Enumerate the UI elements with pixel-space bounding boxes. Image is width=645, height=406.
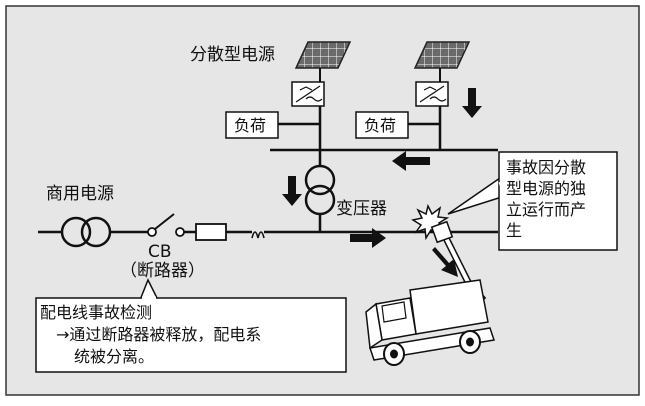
load-2-label: 负荷 [364,116,396,135]
commercial-source-label: 商用电源 [46,184,114,204]
down-arrow-icon [282,176,302,206]
load-1-label: 负荷 [234,116,266,135]
fault-callout-line-1: 事故因分散 [506,158,586,177]
down-arrow-icon [462,88,482,118]
transformer-label: 变压器 [336,199,387,219]
dg-unit-2 [413,41,482,150]
left-arrow-icon [392,151,430,171]
load-2: 负荷 [355,111,440,139]
solar-panel-icon [294,41,352,69]
detection-callout: 配电线事故检测 →通过断路器被释放，配电系 统被分离。 [35,278,347,373]
diagonal-arrow-icon [432,247,458,277]
detection-callout-line-1: 配电线事故检测 [40,303,152,322]
impedance-icon [195,223,227,241]
fault-explosion-icon [411,203,450,241]
detection-callout-line-3: 统被分离。 [74,347,154,366]
cb-label: CB [148,242,172,262]
fault-callout-line-4: 生 [506,221,522,240]
fault-callout-line-2: 型电源的独 [506,179,586,198]
detection-callout-line-2: →通过断路器被释放，配电系 [56,325,261,344]
solar-panel-icon [413,41,471,69]
fault-callout: 事故因分散 型电源的独 立运行而产 生 [447,151,618,251]
fault-callout-line-3: 立运行而产 [506,200,586,219]
load-1: 负荷 [225,111,320,139]
dg-source-label: 分散型电源 [190,45,275,65]
circuit-breaker-icon [147,213,185,237]
bucket-truck-icon [365,220,495,366]
transformer-icon [304,150,336,232]
dg-unit-1 [291,41,352,150]
cb-full-label: （断路器） [120,261,205,281]
right-arrow-icon [350,228,386,248]
line-break-icon [251,231,265,239]
